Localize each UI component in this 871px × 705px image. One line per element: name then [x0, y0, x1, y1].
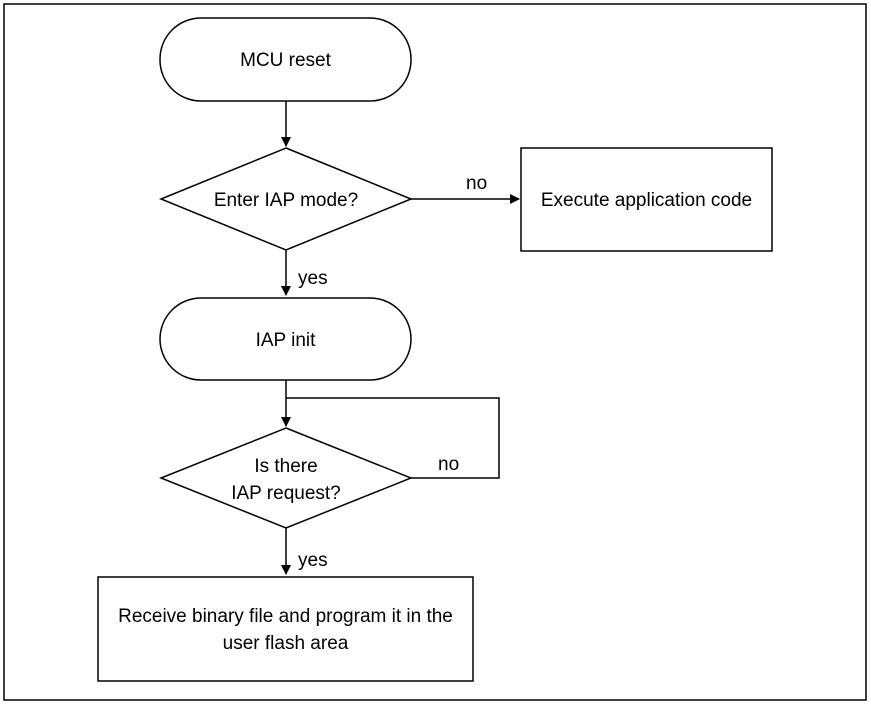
mcu-reset-node: MCU reset [159, 17, 412, 102]
iap-request-decision: Is there IAP request? [158, 427, 414, 529]
iap-init-label: IAP init [256, 330, 317, 351]
execute-app-label: Execute application code [541, 190, 752, 211]
iap-request-label-line2: IAP request? [231, 483, 341, 504]
request-yes-label: yes [298, 550, 328, 571]
receive-binary-node: Receive binary file and program it in th… [97, 576, 474, 682]
iap-request-label-line1: Is there [254, 456, 317, 477]
edge-request-no-loop [286, 397, 500, 479]
enter-iap-decision: Enter IAP mode? [159, 147, 413, 251]
execute-app-node: Execute application code [520, 147, 773, 252]
enter-iap-yes-label: yes [298, 268, 328, 289]
receive-binary-label-line1: Receive binary file and program it in th… [118, 606, 453, 627]
request-no-label: no [438, 454, 459, 475]
receive-binary-label-line2: user flash area [223, 633, 349, 654]
enter-iap-label: Enter IAP mode? [214, 190, 358, 211]
mcu-reset-label: MCU reset [240, 50, 332, 71]
enter-iap-no-label: no [466, 173, 487, 194]
diagram-frame [3, 3, 867, 701]
iap-init-node: IAP init [159, 297, 412, 381]
